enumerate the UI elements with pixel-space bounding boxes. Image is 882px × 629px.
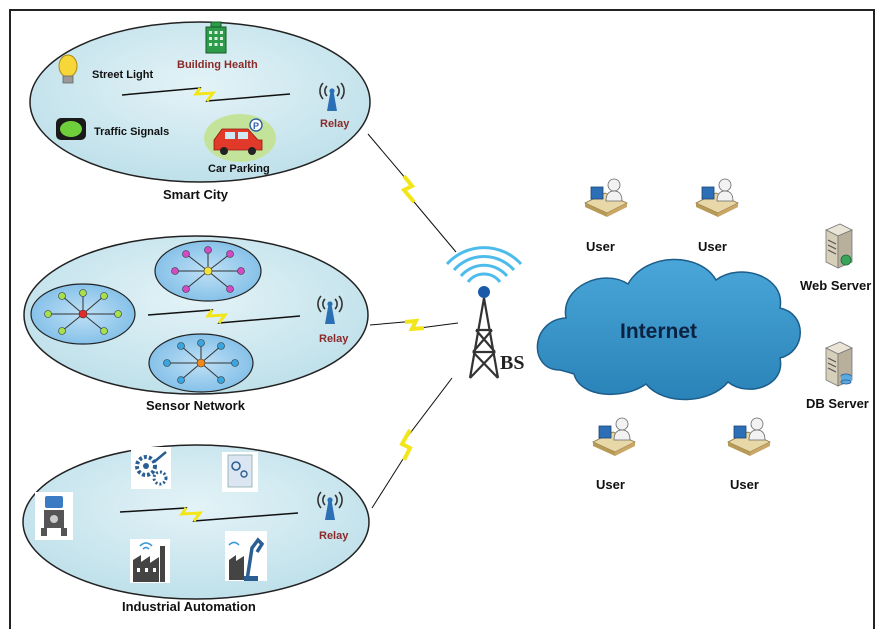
building-health-label: Building Health: [177, 59, 258, 71]
db-server-icon: [825, 341, 853, 387]
gears-icon: [131, 447, 171, 489]
user-icon-1: [584, 178, 628, 218]
sensor-cluster-top: [154, 240, 262, 302]
smart-city-group: Street Light Building Health Traffic Sig…: [29, 21, 371, 202]
user-icon-3: [592, 417, 636, 457]
diagram-frame: [9, 9, 875, 629]
sensor-network-group: Relay Sensor Network: [23, 235, 369, 413]
internet-label: Internet: [620, 320, 697, 343]
traffic-signal-icon: [56, 118, 86, 140]
bs-label: BS: [500, 352, 524, 374]
robot-icon: [35, 492, 73, 540]
user-label-2: User: [698, 239, 727, 254]
industrial-ellipse: [22, 444, 370, 600]
traffic-signals-label: Traffic Signals: [94, 126, 169, 138]
user-icon-4: [727, 417, 771, 457]
smart-city-link-bolt-fill: [193, 87, 217, 102]
street-light-label: Street Light: [92, 69, 153, 81]
relay-label-industrial: Relay: [319, 530, 349, 542]
factory-icon: [130, 539, 170, 583]
smart-city-title: Smart City: [163, 187, 229, 202]
web-server-label: Web Server: [800, 278, 871, 293]
svg-text:P: P: [253, 121, 259, 131]
user-label-1: User: [586, 239, 615, 254]
robot-arm-factory-icon: [225, 531, 267, 581]
user-label-3: User: [596, 477, 625, 492]
car-parking-icon: P: [204, 114, 276, 162]
relay-label-smart-city: Relay: [320, 118, 350, 130]
sensor-cluster-bottom: [148, 333, 254, 393]
base-station-tower-icon: [445, 246, 523, 379]
industrial-title: Industrial Automation: [122, 599, 256, 614]
industrial-group: Relay Industrial Automation: [22, 444, 370, 614]
sensor-network-link-bolt-fill: [205, 309, 229, 324]
smart-city-ellipse: [29, 21, 371, 183]
sensor-network-ellipse: [23, 235, 369, 395]
blueprint-icon: [222, 452, 258, 492]
bs-links: [367, 133, 459, 509]
user-icon-2: [695, 178, 739, 218]
sensor-network-title: Sensor Network: [146, 398, 246, 413]
industrial-link-bolt-fill: [179, 507, 204, 522]
relay-label-sensor: Relay: [319, 333, 349, 345]
street-light-icon: [58, 54, 78, 84]
web-server-icon: [825, 223, 853, 269]
car-parking-label: Car Parking: [208, 163, 270, 175]
db-server-label: DB Server: [806, 396, 869, 411]
internet-cloud: [536, 258, 801, 401]
sensor-cluster-left: [30, 283, 136, 345]
building-icon: [205, 21, 227, 54]
user-label-4: User: [730, 477, 759, 492]
